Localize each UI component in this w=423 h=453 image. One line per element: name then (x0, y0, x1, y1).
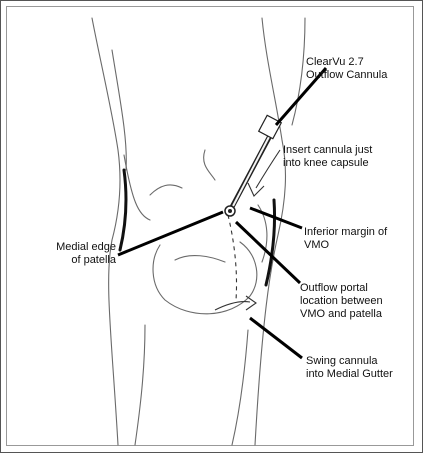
label-insert-cannula: Insert cannula just into knee capsule (283, 144, 372, 170)
label-outflow-line3: VMO and patella (300, 308, 383, 321)
label-clearvu-line2: Outflow Cannula (306, 69, 387, 82)
leg-edge-shading (120, 170, 275, 285)
label-medial-edge: Medial edge of patella (36, 241, 116, 267)
label-insert-line2: into knee capsule (283, 157, 372, 170)
label-medial-line2: of patella (36, 254, 116, 267)
label-outflow-line2: location between (300, 295, 383, 308)
leader-swing (250, 318, 302, 358)
leader-medial-edge (118, 212, 223, 255)
label-clearvu-line1: ClearVu 2.7 (306, 56, 387, 69)
label-clearvu-cannula: ClearVu 2.7 Outflow Cannula (306, 56, 387, 82)
label-inferior-line1: Inferior margin of (304, 226, 387, 239)
label-medial-line1: Medial edge (36, 241, 116, 254)
label-outflow-portal: Outflow portal location between VMO and … (300, 282, 383, 321)
label-insert-line1: Insert cannula just (283, 144, 372, 157)
leader-inferior-margin (250, 208, 302, 228)
label-swing-line2: into Medial Gutter (306, 368, 393, 381)
swing-arrow (215, 296, 256, 310)
label-outflow-line1: Outflow portal (300, 282, 383, 295)
label-inferior-margin: Inferior margin of VMO (304, 226, 387, 252)
label-swing-line1: Swing cannula (306, 355, 393, 368)
label-inferior-line2: VMO (304, 239, 387, 252)
dashed-cannula-path (228, 215, 237, 300)
label-swing-cannula: Swing cannula into Medial Gutter (306, 355, 393, 381)
